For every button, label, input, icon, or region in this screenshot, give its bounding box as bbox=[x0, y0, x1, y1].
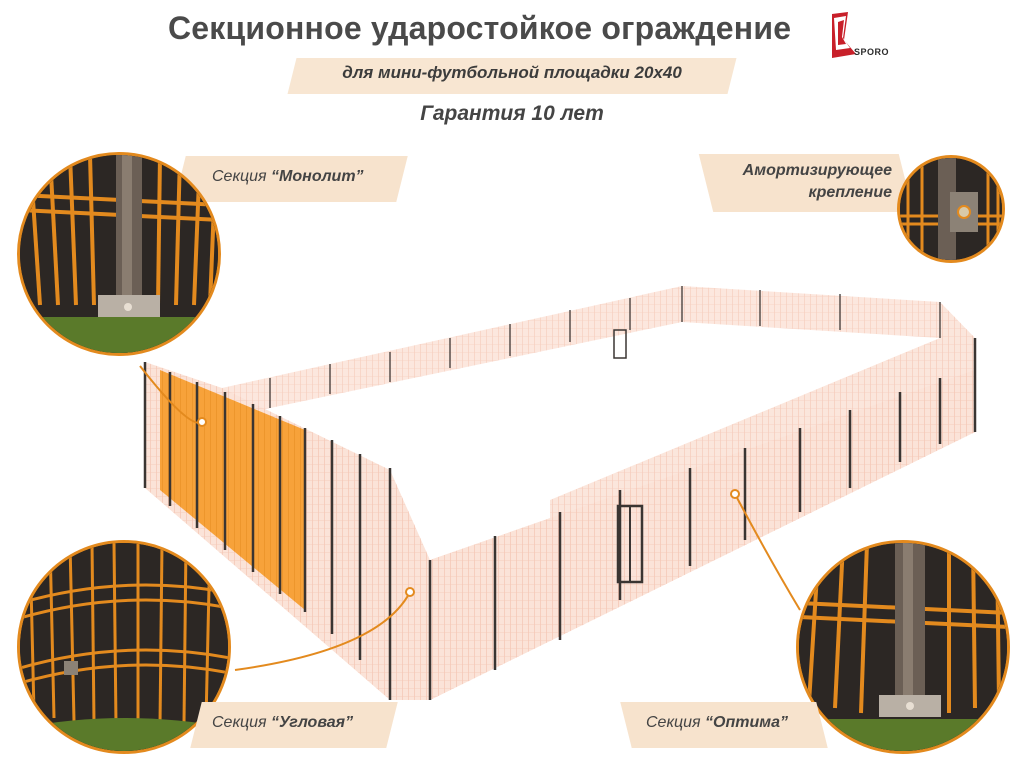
logo-text: SPORO bbox=[854, 47, 890, 57]
monolit-name: “Монолит” bbox=[271, 168, 364, 185]
amort-line1: Амортизирующее bbox=[742, 162, 892, 179]
uglovaya-prefix: Секция bbox=[212, 714, 272, 731]
uglovaya-detail-image bbox=[20, 543, 228, 751]
monolit-prefix: Секция bbox=[212, 168, 272, 185]
uglovaya-name: “Угловая” bbox=[271, 714, 354, 731]
page-title: Секционное ударостойкое ограждение bbox=[168, 10, 792, 46]
optima-label: Секция “Оптима” bbox=[646, 714, 788, 732]
uglovaya-label: Секция “Угловая” bbox=[212, 714, 353, 732]
subtitle: для мини-футбольной площадки 20х40 bbox=[342, 63, 682, 82]
guarantee-text: Гарантия 10 лет bbox=[420, 102, 604, 125]
optima-detail-circle bbox=[796, 540, 1010, 754]
uglovaya-detail-circle bbox=[17, 540, 231, 754]
optima-name: “Оптима” bbox=[705, 714, 788, 731]
monolit-label: Секция “Монолит” bbox=[212, 168, 364, 186]
optima-prefix: Секция bbox=[646, 714, 706, 731]
sporo-logo-icon bbox=[832, 12, 856, 58]
amort-detail-image bbox=[900, 158, 1002, 260]
optima-detail-image bbox=[799, 543, 1007, 751]
monolit-detail-image bbox=[20, 155, 218, 353]
monolit-detail-circle bbox=[17, 152, 221, 356]
amort-label: Амортизирующее крепление bbox=[716, 160, 892, 204]
amort-line2: крепление bbox=[808, 184, 892, 201]
amort-detail-circle bbox=[897, 155, 1005, 263]
